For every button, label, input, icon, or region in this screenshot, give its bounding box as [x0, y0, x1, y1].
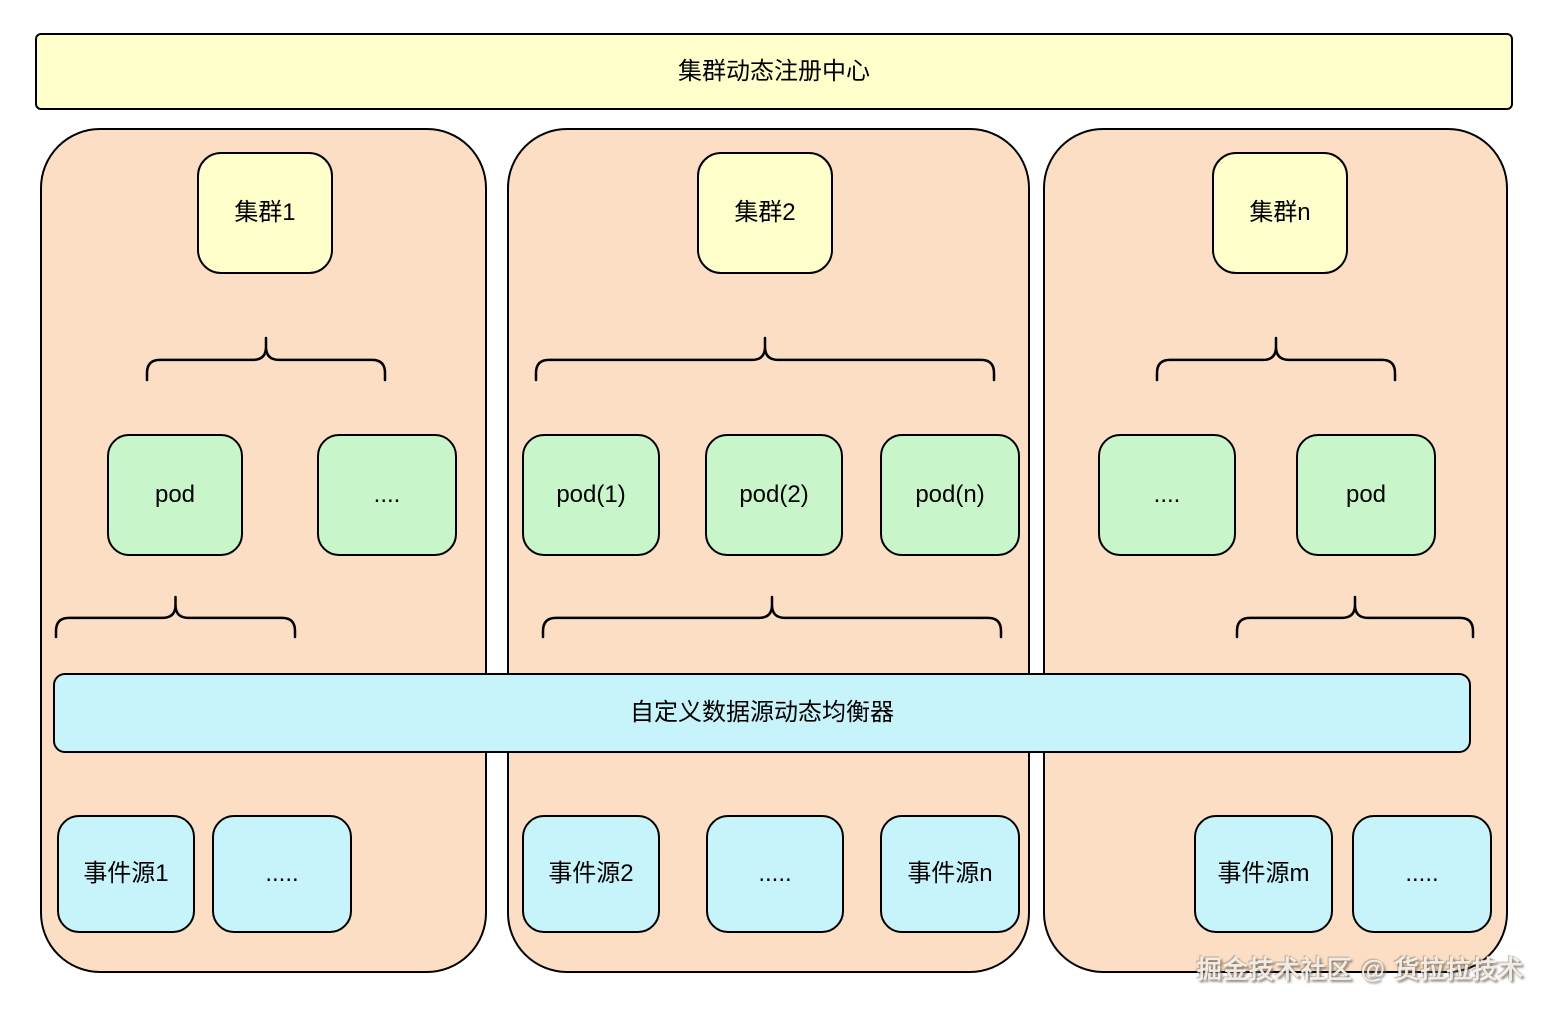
event-source-box: 事件源2: [522, 815, 660, 933]
pods-brace-icon: [145, 336, 387, 382]
event-source-box: 事件源n: [880, 815, 1020, 933]
cluster-container-1: 集群1 pod .... 事件源1 .....: [40, 128, 487, 973]
pods-brace-icon: [1155, 336, 1397, 382]
sources-brace-icon: [541, 595, 1003, 639]
pod-box: pod(2): [705, 434, 843, 556]
pod-box: pod: [107, 434, 243, 556]
pod-box: pod: [1296, 434, 1436, 556]
event-source-box: 事件源1: [57, 815, 195, 933]
pod-box: pod(n): [880, 434, 1020, 556]
pod-box: ....: [317, 434, 457, 556]
cluster-container-n: 集群n .... pod 事件源m .....: [1043, 128, 1508, 973]
balancer-banner: 自定义数据源动态均衡器: [53, 673, 1471, 753]
sources-brace-icon: [1235, 595, 1475, 639]
sources-brace-icon: [54, 595, 297, 639]
pod-box: ....: [1098, 434, 1236, 556]
event-source-box: .....: [1352, 815, 1492, 933]
cluster-label: 集群1: [197, 152, 333, 274]
pod-box: pod(1): [522, 434, 660, 556]
watermark-text: 掘金技术社区 @ 货拉拉技术: [1196, 956, 1524, 984]
pods-brace-icon: [534, 336, 996, 382]
registry-center-banner: 集群动态注册中心: [35, 33, 1513, 110]
event-source-box: .....: [212, 815, 352, 933]
event-source-box: 事件源m: [1194, 815, 1333, 933]
event-source-box: .....: [706, 815, 844, 933]
cluster-label: 集群2: [697, 152, 833, 274]
cluster-container-2: 集群2 pod(1) pod(2) pod(n) 事件源2 ..... 事件源n: [507, 128, 1030, 973]
cluster-label: 集群n: [1212, 152, 1348, 274]
